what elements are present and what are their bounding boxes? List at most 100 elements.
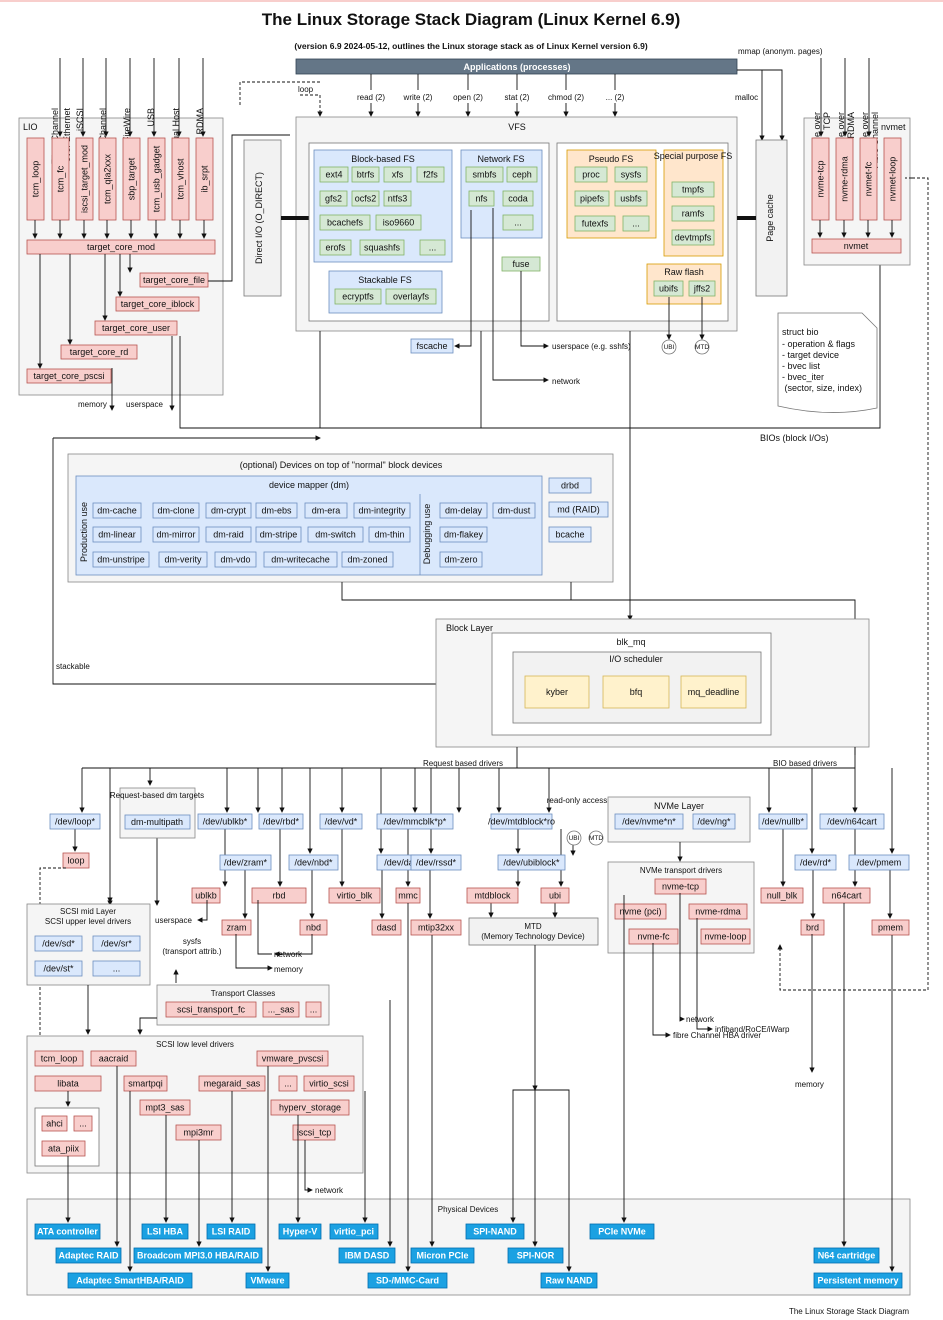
lio-mod-tcm-usb-gadget-label: tcm_usb_gadget <box>152 145 162 212</box>
lld-mpi3mr9-box <box>175 1124 222 1141</box>
nfs-nfs2-box <box>468 190 495 207</box>
bfs-erofs9-box <box>319 239 352 256</box>
bfs-erofs9-label: erofs <box>325 243 346 253</box>
special-fs-label: Special purpose FS <box>654 151 733 161</box>
mod-rbd2-label: rbd <box>272 891 285 901</box>
nvme-mod-nvme-pci1-box <box>614 903 667 920</box>
phys-pcie-nvme15-label: PCIe NVMe <box>598 1227 646 1237</box>
scsi-lld-label: SCSI low level drivers <box>156 1040 234 1049</box>
nfs-nfs2-label: nfs <box>475 194 488 204</box>
pfs-usbfs3-label: usbfs <box>620 194 642 204</box>
nfs-item4-label: ... <box>514 218 522 228</box>
scsi-upper-dev-st2-box <box>34 960 83 977</box>
dev-dev-n64cart9-box <box>819 813 885 830</box>
backend-target-core-pscsi-label: target_core_pscsi <box>33 371 104 381</box>
lld-vmware-pvscsi5-label: vmware_pvscsi <box>262 1054 324 1064</box>
mtd-box <box>468 917 599 946</box>
nvme-mod-nvme-rdma2-box <box>688 903 748 920</box>
phys-adaptec-raid1-label: Adaptec RAID <box>58 1251 119 1261</box>
mod-rbd2-box <box>251 887 307 904</box>
userspace-sshfs-label: userspace (e.g. sshfs) <box>552 342 631 351</box>
bfs-iso96608-box <box>375 214 422 231</box>
sfs-ecryptfs-label: ecryptfs <box>342 292 374 302</box>
dm-dm-vdo-box <box>214 551 257 568</box>
opt-drbd-box <box>548 477 592 494</box>
dev-dev-nbd11-label: /dev/nbd* <box>294 858 333 868</box>
dm-dm-flakey-label: dm-flakey <box>444 530 484 540</box>
transport-more-label: ... <box>310 1005 318 1015</box>
lld-megaraid-sas4-label: megaraid_sas <box>204 1079 261 1089</box>
lio-mod-iscsi-target-mod-label: iscsi_target_mod <box>80 145 90 213</box>
dm-dm-integrity-label: dm-integrity <box>358 506 406 516</box>
physical-label: Physical Devices <box>438 1205 498 1214</box>
mod-ubi6-label: ubi <box>549 891 561 901</box>
spfs-devtmpfs-label: devtmpfs <box>675 233 712 243</box>
target-core-mod-label: target_core_mod <box>87 242 155 252</box>
pfs-futexfs4-label: futexfs <box>582 219 609 229</box>
phys-persistent-memory17-box <box>813 1272 903 1289</box>
phys-n64-cartridge16-box <box>813 1247 880 1264</box>
dev-dev-ng7-box <box>692 813 736 830</box>
drv-userspace-label: userspace <box>155 916 192 925</box>
phys-broadcom-mpi3-0-hba-raid4-label: Broadcom MPI3.0 HBA/RAID <box>137 1251 260 1261</box>
backend-target-core-user-box <box>94 320 178 336</box>
mod-n64cart8-box <box>822 887 871 904</box>
backend-target-core-iblock-label: target_core_iblock <box>121 299 195 309</box>
lld-ahci12-box <box>41 1115 68 1132</box>
dev-dev-zram10-label: /dev/zram* <box>224 858 268 868</box>
mtd-circle-mid <box>588 830 604 846</box>
sched-mq-deadline-box <box>680 675 747 709</box>
transport-sas-box <box>262 1001 300 1018</box>
pfs-sysfs1-label: sysfs <box>621 170 642 180</box>
sched-bfq-box <box>602 675 670 709</box>
nvme-transport-label: NVMe transport drivers <box>640 866 722 875</box>
bfs-ext40-box <box>319 166 349 183</box>
transport-label: Transport Classes <box>211 989 276 998</box>
transport-sas-label: ..._sas <box>268 1005 295 1015</box>
dev-dev-ubiblock14-box <box>497 854 566 871</box>
scsi-upper-dev-sd0-box <box>34 935 83 952</box>
dm-multipath-box <box>124 814 191 830</box>
nfs-coda3-label: coda <box>508 194 528 204</box>
mod-n64cart8-label: n64cart <box>831 891 862 901</box>
syscall-open: open (2) <box>453 93 483 102</box>
nfs-item4-box <box>502 214 534 231</box>
mod-null-blk7-box <box>760 887 804 904</box>
transport-items: scsi_transport_fc..._sas... <box>165 1001 322 1018</box>
phys-spi-nor13-label: SPI-NOR <box>517 1251 555 1261</box>
dm-dm-linear-label: dm-linear <box>98 530 136 540</box>
phys-lsi-raid5-box <box>206 1223 256 1240</box>
nvmet-fab-fc-1: NVMe over <box>860 112 870 157</box>
dm-dm-zero-label: dm-zero <box>444 555 477 565</box>
nvmet-mod-nvme-tcp-label: nvme-tcp <box>816 160 826 197</box>
rf-jffs2-label: jffs2 <box>693 284 710 294</box>
driver-device-nodes: /dev/loop*/dev/ublkb*/dev/rbd*/dev/vd*/d… <box>49 813 910 871</box>
lio-mod-tcm-qla2xxx-box <box>98 137 117 221</box>
fscache-box <box>410 338 454 354</box>
mod-mtdblock5-box <box>466 887 519 904</box>
dev-dev-mtdblock-ro5-label: /dev/mtdblock*ro <box>488 817 555 827</box>
dm-dm-integrity-box <box>353 502 411 519</box>
vfs-label: VFS <box>508 122 526 132</box>
lio-mod-ib-srpt-label: ib_srpt <box>200 165 210 193</box>
bfs-btrfs1-box <box>351 166 380 183</box>
lio-memory-label: memory <box>78 400 107 409</box>
fabric-fcoe-2: over Ethernet <box>62 108 72 163</box>
mmap-label: mmap (anonym. pages) <box>738 47 823 56</box>
dev-dev-mmcblk-p4-box <box>376 813 454 830</box>
phys-lsi-hba3-label: LSI HBA <box>147 1227 184 1237</box>
bfs-btrfs1-label: btrfs <box>357 170 375 180</box>
diagram-title: The Linux Storage Stack Diagram (Linux K… <box>262 10 681 29</box>
dm-dm-era-box <box>304 502 348 519</box>
dev-dev-vd3-label: /dev/vd* <box>325 817 358 827</box>
backend-target-core-file-label: target_core_file <box>143 275 205 285</box>
lld-smartpqi3-label: smartpqi <box>128 1079 163 1089</box>
sched-mq-deadline-label: mq_deadline <box>688 687 740 697</box>
mod-nbd10-label: nbd <box>306 923 321 933</box>
lio-mod-tcm-loop-box <box>26 137 45 221</box>
